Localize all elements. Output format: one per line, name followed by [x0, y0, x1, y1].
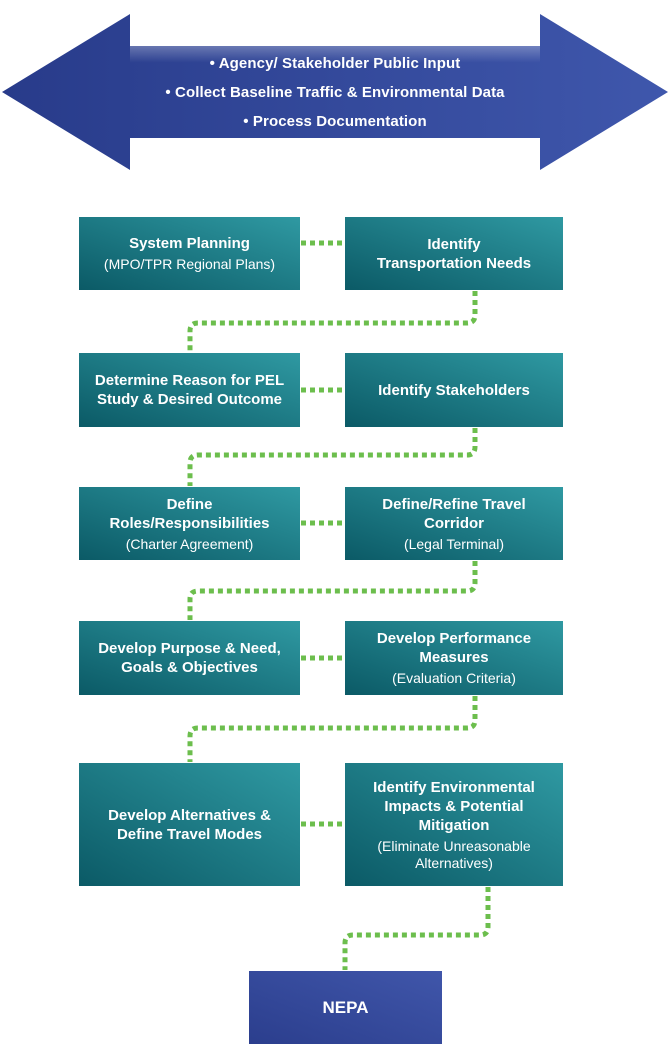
connector-row2-to-row3 [187, 428, 478, 486]
box-subtitle: (Legal Terminal) [403, 535, 505, 552]
box-title: NEPA [322, 998, 369, 1017]
box-develop-alternatives: Develop Alternatives &Define Travel Mode… [79, 763, 300, 886]
box-title: Develop Purpose & Need,Goals & Objective… [98, 640, 281, 676]
box-nepa: NEPA [249, 971, 442, 1044]
box-subtitle: (Evaluation Criteria) [392, 670, 516, 686]
connector-row3-to-row4 [187, 561, 478, 620]
box-subtitle: (MPO/TPR Regional Plans) [103, 256, 276, 272]
connector-row4-to-row5 [187, 696, 478, 762]
box-subtitle: (Charter Agreement) [125, 535, 254, 552]
box-title: Develop Alternatives &Define Travel Mode… [108, 806, 271, 843]
connector-row5-to-nepa [342, 887, 491, 970]
connector-row1-to-row2 [187, 291, 478, 352]
box-system-planning: System Planning (MPO/TPR Regional Plans) [79, 217, 300, 290]
box-title: System Planning [129, 235, 250, 252]
box-title: Identify Stakeholders [378, 381, 530, 399]
banner-bullet-list: • Agency/ Stakeholder Public Input• Coll… [165, 54, 505, 130]
box-develop-purpose-and-need: Develop Purpose & Need,Goals & Objective… [79, 621, 300, 695]
box-identify-stakeholders: Identify Stakeholders [345, 353, 563, 427]
